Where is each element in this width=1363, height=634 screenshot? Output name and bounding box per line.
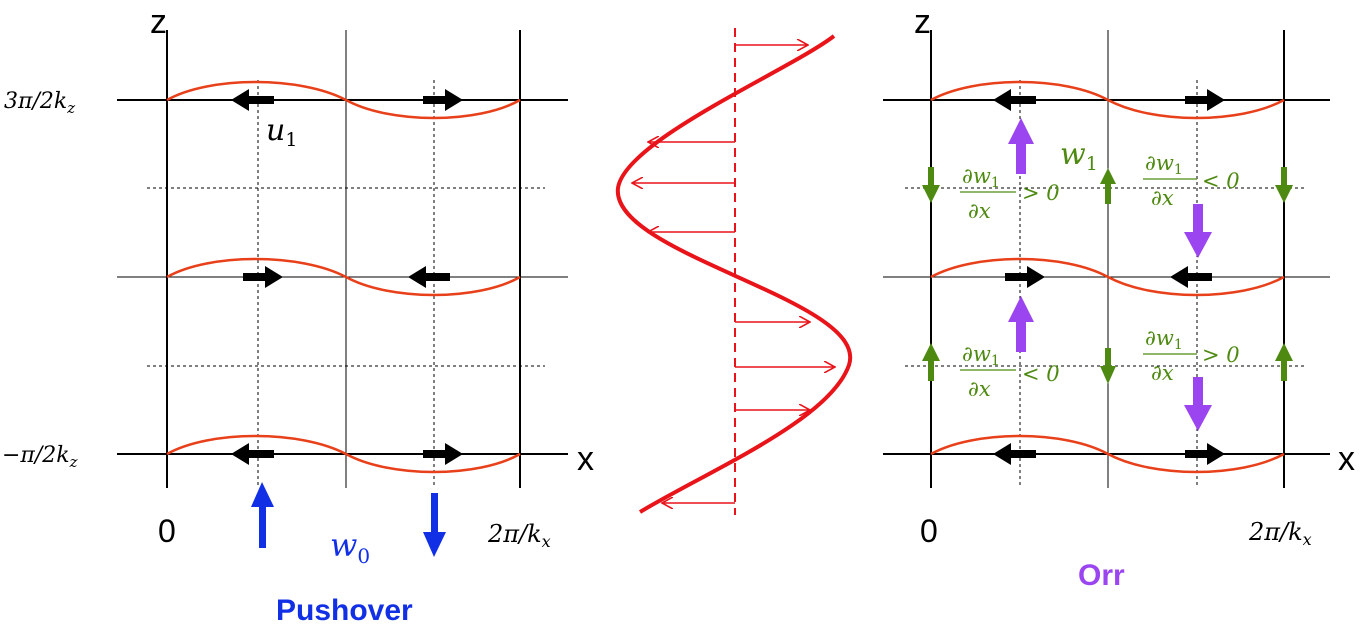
left-bottom-tick: −π/2kz: [2, 443, 78, 471]
left-right-tick-sub: x: [542, 532, 551, 551]
svg-text:∂x: ∂x: [1151, 186, 1174, 210]
wave-bottom-right: [930, 434, 1285, 474]
left-top-tick: 3π/2kz: [4, 89, 75, 117]
svg-text:∂w1: ∂w1: [1145, 151, 1183, 178]
svg-text:< 0: < 0: [1022, 362, 1060, 386]
left-w0-arrows: [251, 482, 446, 557]
left-panel: z x 0 3π/2kz −π/2kz 2π/kx u1 w0 Pushover: [2, 3, 594, 627]
wave-top-right: [930, 80, 1285, 120]
svg-text:∂w1: ∂w1: [962, 342, 1000, 369]
derivative-label-lower-left: ∂w1 ∂x < 0: [960, 342, 1060, 401]
svg-text:∂w1: ∂w1: [962, 164, 1000, 191]
u1-label: u1: [266, 113, 297, 151]
profile-curve: [615, 34, 853, 514]
right-origin-tick: 0: [920, 513, 938, 549]
svg-text:> 0: > 0: [1202, 343, 1240, 367]
w0-label-main: w: [330, 526, 357, 564]
right-right-tick-main: 2π/k: [1248, 518, 1303, 546]
profile-arrows: [632, 45, 835, 503]
pushover-caption: Pushover: [276, 594, 413, 627]
left-bottom-tick-sub: z: [69, 453, 78, 471]
orr-caption: Orr: [1078, 559, 1125, 592]
svg-text:∂w1: ∂w1: [1145, 326, 1183, 353]
u1-label-main: u: [266, 113, 285, 148]
left-bottom-tick-main: −π/2k: [2, 443, 70, 468]
w1-label-main: w: [1060, 137, 1086, 172]
derivative-label-upper-right: ∂w1 ∂x < 0: [1143, 151, 1240, 210]
left-right-tick-main: 2π/k: [487, 520, 542, 548]
svg-text:∂x: ∂x: [1151, 361, 1174, 385]
right-u-arrows: [993, 89, 1225, 465]
w0-label-sub: 0: [357, 544, 370, 568]
left-right-tick: 2π/kx: [487, 520, 551, 551]
orr-arrows: [1008, 118, 1212, 431]
u1-label-sub: 1: [285, 129, 297, 151]
w1-arrows: [922, 167, 1293, 384]
svg-text:< 0: < 0: [1202, 169, 1240, 193]
right-right-tick: 2π/kx: [1248, 518, 1312, 549]
right-right-tick-sub: x: [1303, 530, 1312, 549]
wave-middle-right: [930, 257, 1285, 297]
left-x-axis-label: x: [577, 440, 594, 478]
wave-top: [166, 80, 521, 120]
svg-text:∂x: ∂x: [968, 199, 991, 223]
wave-middle: [166, 257, 521, 297]
wave-bottom: [166, 434, 521, 474]
right-x-axis-label: x: [1338, 440, 1355, 478]
right-z-axis-label: z: [914, 3, 931, 41]
svg-text:∂x: ∂x: [968, 377, 991, 401]
derivative-label-lower-right: ∂w1 ∂x > 0: [1143, 326, 1240, 385]
svg-text:> 0: > 0: [1022, 181, 1060, 205]
left-u-arrows: [231, 89, 463, 465]
w0-label: w0: [330, 526, 370, 568]
left-wave-surfaces: [166, 80, 521, 474]
right-wave-surfaces: [930, 80, 1285, 474]
left-z-axis-label: z: [150, 3, 167, 41]
right-panel: ∂w1 ∂x > 0 ∂w1 ∂x < 0 ∂w1 ∂x < 0 ∂w1 ∂x …: [883, 3, 1355, 592]
left-top-tick-main: 3π/2k: [4, 89, 67, 114]
derivative-label-upper-left: ∂w1 ∂x > 0: [960, 164, 1060, 223]
w1-label: w1: [1060, 137, 1098, 175]
velocity-profile: [615, 28, 853, 515]
left-origin-tick: 0: [158, 513, 176, 549]
left-top-tick-sub: z: [66, 99, 75, 117]
left-grid: [117, 30, 568, 488]
w1-label-sub: 1: [1086, 153, 1098, 175]
